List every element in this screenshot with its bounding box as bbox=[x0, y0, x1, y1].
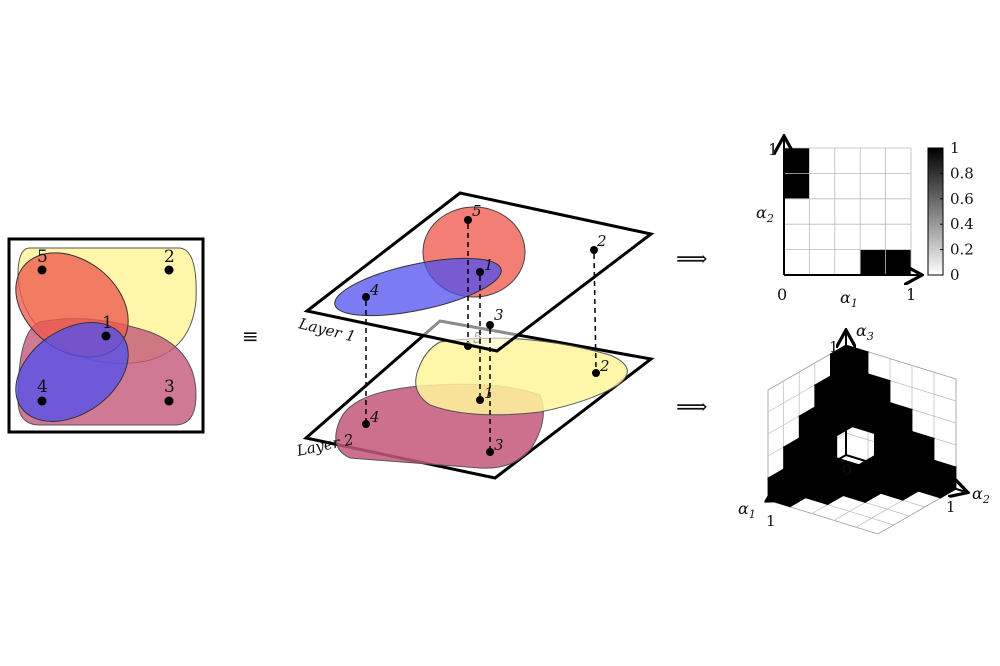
node-5 bbox=[37, 265, 47, 275]
grid3d-panel: 0 1 1 1 α3 α2 α1 bbox=[738, 321, 990, 535]
node-label-2: 2 bbox=[164, 247, 175, 267]
node-4 bbox=[37, 396, 47, 406]
interlayer-link-2 bbox=[593, 253, 597, 370]
grid3d-voxels bbox=[767, 344, 957, 508]
grid2d-y-axis-label: α2 bbox=[756, 203, 774, 225]
layer2-node-label-3: 3 bbox=[494, 436, 504, 454]
layer2-node-label-4: 4 bbox=[369, 408, 380, 426]
interlayer-links bbox=[365, 224, 597, 448]
arrow-to-grid2d: ⟹ bbox=[676, 247, 708, 272]
node-label-3: 3 bbox=[164, 377, 175, 397]
colorbar-tick-label: 0.8 bbox=[950, 164, 974, 182]
node-2 bbox=[164, 265, 174, 275]
equiv-symbol: ≡ bbox=[242, 324, 259, 348]
grid2d-cell bbox=[885, 249, 911, 275]
grid2d-x-axis-label: α1 bbox=[840, 288, 858, 310]
layer1-node-label-2: 2 bbox=[596, 232, 607, 250]
arrow-to-grid3d: ⟹ bbox=[676, 395, 708, 420]
grid3d-a1-tick: 1 bbox=[766, 512, 776, 530]
node-label-5: 5 bbox=[37, 247, 48, 267]
grid2d-cells bbox=[784, 148, 911, 275]
layer1-node-label-4: 4 bbox=[369, 281, 380, 299]
multilayer-panel: 1 2 3 4 5 Layer 2 1 2 3 4 5 Layer 1 bbox=[294, 191, 655, 480]
layer1-node-4 bbox=[362, 293, 370, 301]
node-label-1: 1 bbox=[102, 313, 113, 333]
grid3d-a3-label: α3 bbox=[856, 321, 874, 343]
layer1-node-2 bbox=[590, 246, 598, 254]
grid3d-a2-tick: 1 bbox=[946, 498, 956, 516]
layer2-node-1 bbox=[476, 396, 484, 404]
colorbar-ticks: 1 0.8 0.6 0.4 0.2 0 bbox=[940, 139, 974, 284]
grid3d-a2-axis bbox=[845, 454, 966, 492]
layer1-node-5 bbox=[464, 216, 472, 224]
colorbar-tick-label: 0 bbox=[950, 266, 960, 284]
grid2d-x-tick-max: 1 bbox=[906, 285, 916, 304]
grid3d-a3-tick: 1 bbox=[829, 338, 839, 356]
node-1 bbox=[101, 331, 111, 341]
hypergraph-panel: 1 2 3 4 5 bbox=[7, 237, 205, 434]
grid3d-a1-label: α1 bbox=[738, 499, 756, 521]
grid2d-cell bbox=[784, 173, 810, 199]
layer1-node-label-1: 1 bbox=[484, 256, 494, 274]
layer2-node-label-2: 2 bbox=[599, 357, 610, 375]
grid3d-origin-tick: 0 bbox=[842, 461, 852, 479]
layer1-hyperedge-blue bbox=[334, 257, 502, 317]
node-label-4: 4 bbox=[37, 377, 48, 397]
layer1-node-1 bbox=[476, 268, 484, 276]
layer2-node-label-1: 1 bbox=[484, 384, 494, 402]
grid2d-panel: 0 1 1 α1 α2 1 0.8 0.6 0.4 0.2 0 bbox=[756, 138, 974, 310]
hyperedge-blue bbox=[15, 322, 129, 422]
node-3 bbox=[164, 396, 174, 406]
layer2-node-2 bbox=[592, 369, 600, 377]
colorbar-tick-label: 0.2 bbox=[950, 241, 974, 259]
layer1-node-label-3: 3 bbox=[494, 306, 504, 324]
layer2-node-3 bbox=[486, 448, 494, 456]
grid2d-x-tick-min: 0 bbox=[777, 285, 787, 304]
grid2d-y-tick-max: 1 bbox=[768, 140, 778, 159]
layer2-hyperedge-yellow bbox=[415, 337, 628, 416]
colorbar-tick-label: 0.6 bbox=[950, 190, 974, 208]
layer2-node-4 bbox=[362, 420, 370, 428]
colorbar-tick-label: 0.4 bbox=[950, 215, 974, 233]
grid2d-cell bbox=[784, 148, 810, 174]
colorbar-tick-label: 1 bbox=[950, 139, 960, 157]
grid3d-voxel-face bbox=[827, 472, 844, 506]
grid3d-voxel-face bbox=[789, 475, 806, 508]
colorbar bbox=[927, 147, 944, 276]
layer1-node-label-5: 5 bbox=[472, 202, 482, 220]
grid3d-voxel-face bbox=[864, 470, 882, 504]
grid3d-a2-label: α2 bbox=[972, 484, 990, 506]
grid2d-cell bbox=[860, 249, 886, 275]
grid3d-a1-axis bbox=[768, 454, 847, 500]
layer1-node-3 bbox=[486, 321, 494, 329]
